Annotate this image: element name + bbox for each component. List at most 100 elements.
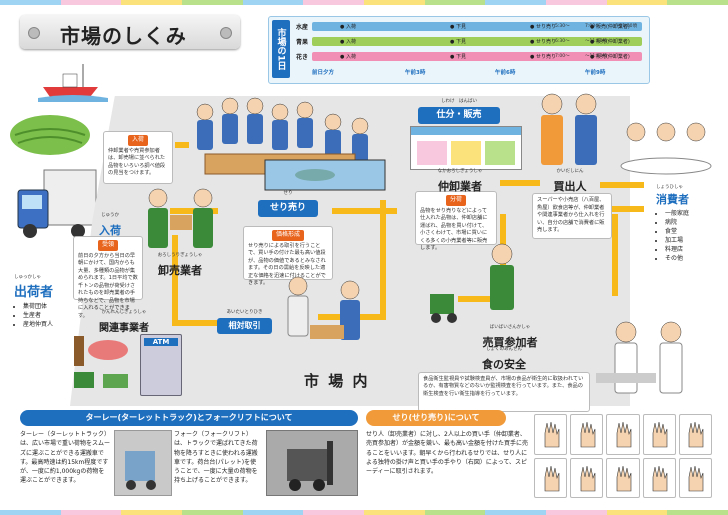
atm-machine: ATM	[140, 334, 182, 396]
auction-button-wrap: せり	[283, 191, 293, 196]
distribution-box: 分荷 品物をせり売りなどによって仕入れた品物は、仲卸店舗に運ばれ、品物を買い付け…	[415, 191, 497, 251]
consumer-item: 一般家庭	[665, 209, 716, 218]
timeline-time-label: 前日夕方	[312, 70, 335, 76]
hand-signal-icon	[678, 457, 712, 498]
hand-signal-icon	[570, 457, 604, 498]
receipt-box: 受領 前日の夕方から当日の早朝にかけて、国内からも大量、多種類の品物が集められま…	[73, 236, 143, 319]
timeline-row-name: 水産	[295, 24, 308, 31]
timeline-note: 7:00～	[555, 54, 570, 59]
shipper-item: 産地仲買人	[23, 320, 84, 329]
flow-arrow	[175, 142, 189, 148]
consumer-items: 一般家庭病院食堂加工場料理店その他	[656, 209, 716, 263]
page-title: 市場のしくみ	[60, 24, 187, 48]
negotiated-trade-ruby: あいたいとりひき	[226, 310, 263, 315]
timeline-time-label: 午前6時	[495, 70, 516, 76]
timeline-event: ● 販売(仲卸業者)	[590, 39, 630, 45]
timeline-event: ● 販売(仲卸業者)	[590, 24, 630, 30]
auction-stand-illustration	[255, 150, 405, 200]
hand-signal-icon	[642, 457, 676, 498]
flow-arrow	[172, 320, 217, 326]
hand-signal-icon	[642, 414, 676, 455]
auction-button: せり売り	[258, 200, 318, 217]
timeline-event: ● せり売り	[530, 54, 556, 60]
top-stripe	[0, 0, 728, 5]
consumer-name: 消費者	[656, 192, 689, 206]
trade-participant-label: ばいばいさんかしゃ 売買参加者	[482, 325, 538, 349]
timeline-event: ● 販売(仲卸業者)	[590, 54, 630, 60]
auction-about-text: せり人（卸売業者）に対し、2人以上の買い手（仲卸業者、売買参加者）が金額を競い、…	[366, 431, 529, 476]
timeline-note: 6:30～	[555, 39, 570, 44]
flow-arrow	[612, 206, 644, 212]
flow-arrow	[332, 208, 397, 214]
boat-illustration	[38, 62, 108, 102]
field-illustration	[10, 105, 90, 155]
turret-text: ターレー（ターレットトラック）は、広い市場で重い荷物をスムーズに運ぶことができる…	[20, 431, 111, 485]
forklift-text: フォーク（フォークリフト）は、トラックで運ばれてきた荷物を降ろすときに使われる運…	[174, 431, 258, 485]
shipper-item: 生産者	[23, 311, 84, 320]
timeline-row-name: 花き	[295, 54, 308, 61]
consumer-item: 料理店	[665, 245, 716, 254]
flow-arrow	[172, 235, 178, 325]
truck-illustration	[14, 165, 98, 245]
timeline-event: ● せり売り	[530, 39, 556, 45]
flow-arrow	[500, 180, 540, 186]
timeline-label: 市場の1日	[272, 20, 290, 78]
middle-wholesaler-label: なかおろしぎょうしゃ 仲卸業者	[437, 169, 483, 193]
trade-participant-illustration	[478, 240, 526, 320]
hand-signal-icon	[534, 457, 568, 498]
flow-arrow	[612, 214, 618, 296]
timeline-bar	[312, 52, 642, 61]
timeline-note: 5:30～	[555, 24, 570, 29]
consumer-item: 食堂	[665, 227, 716, 236]
sorting-ruby: しわけ はんばい	[441, 99, 477, 104]
timeline-event: ● 入荷	[340, 24, 356, 30]
screw-icon	[220, 27, 232, 39]
inspector-illustration	[596, 318, 696, 402]
buyer-label: かいだしにん 買出人	[553, 169, 587, 193]
food-safety-title: 食の安全	[482, 357, 526, 371]
shipper-label: しゅっかしゃ 出荷者 集荷団体生産者産地仲買人	[14, 275, 84, 329]
timeline-event: ● 入荷	[340, 54, 356, 60]
vehicles-title: ターレー(ターレットトラック)とフォークリフトについて	[20, 410, 358, 426]
negotiated-trade-button: 相対取引	[217, 318, 272, 334]
wholesaler-label: おろしうりぎょうしゃ 卸売業者	[157, 253, 203, 277]
consumer-panel: しょうひしゃ 消費者 一般家庭病院食堂加工場料理店その他	[656, 185, 716, 263]
buyers-illustration	[536, 90, 604, 172]
timeline-event: ● せり売り	[530, 24, 556, 30]
timeline-note: ～11:00頃	[585, 39, 607, 44]
timeline-event: ● 下見	[450, 54, 466, 60]
market-inside-label: 市 場 内	[304, 372, 370, 390]
turret-photo	[114, 430, 172, 496]
forklift-illustration	[424, 284, 464, 326]
timeline-bar	[312, 37, 642, 46]
food-safety-text: 食品衛生監視員や試験検査員が、市場の食品が衛生的に取扱われているか、有害物質など…	[418, 371, 590, 412]
timeline-event: ● 下見	[450, 24, 466, 30]
consumer-item: その他	[665, 254, 716, 263]
food-safety-panel: しょくのあんぜん 食の安全 食品衛生監視員や試験検査員が、市場の食品が衛生的に取…	[418, 347, 590, 412]
flow-arrow	[380, 200, 386, 318]
hand-signal-icon	[534, 414, 568, 455]
timeline-time-label: 午前3時	[405, 70, 426, 76]
negotiation-illustration	[280, 270, 380, 350]
flow-arrow	[600, 182, 644, 188]
wholesaler-illustration	[138, 180, 228, 260]
timeline-bar	[312, 22, 642, 31]
preview-box: 入荷 仲卸業者や売買参加者は、卸売場に並べられた品物をいろいろ調べ値段の見当をつ…	[103, 131, 173, 184]
atm-label: ATM	[144, 338, 178, 346]
shop-illustration	[410, 126, 522, 170]
timeline-event: ● 入荷	[340, 39, 356, 45]
related-business-label: かんれんじぎょうしゃ 関連事業者	[99, 310, 149, 334]
hand-signal-icon	[570, 414, 604, 455]
bottom-stripe	[0, 510, 728, 515]
timeline-note: ～11:00頃	[615, 24, 637, 29]
screw-icon	[28, 27, 40, 39]
consumer-item: 病院	[665, 218, 716, 227]
goods-illustration	[68, 334, 138, 394]
price-box: 価格形成 せり売りによる取引を行うことで、買い手の付けた最も高い値段が、品物の価…	[243, 226, 333, 286]
shipper-items: 集荷団体生産者産地仲買人	[14, 302, 84, 329]
hand-signals-grid	[534, 414, 712, 498]
buyer-box: スーパーや小売店（八百屋、魚屋）飲食店等が、仲卸業者や関連事業者から仕入れを行い…	[532, 193, 612, 239]
shipper-name: 出荷者	[14, 284, 54, 300]
timeline-row-name: 青果	[295, 39, 308, 46]
